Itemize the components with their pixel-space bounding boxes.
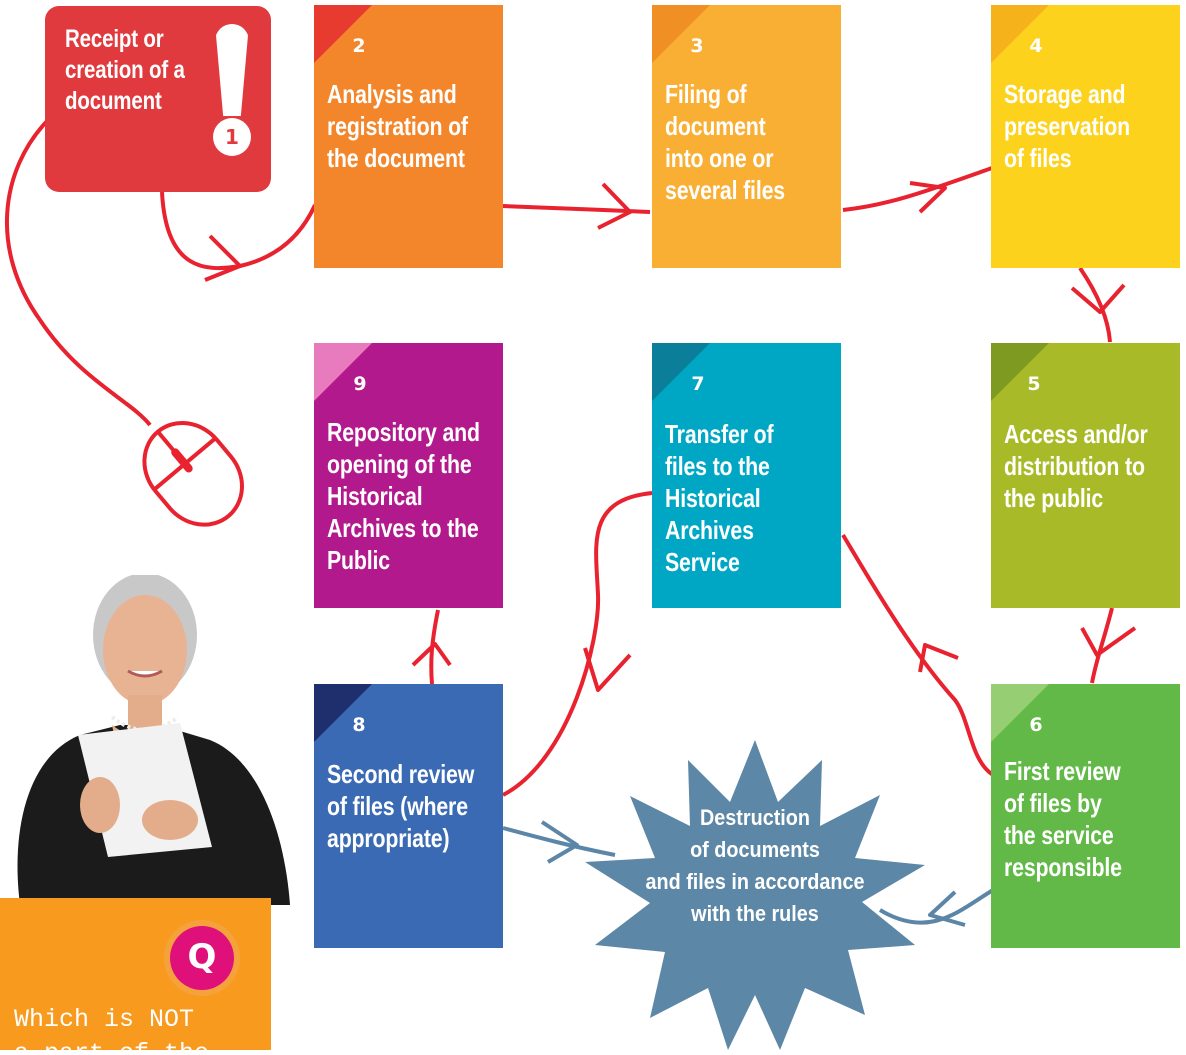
step-6-number: 6: [1029, 714, 1043, 736]
step-2-number: 2: [352, 35, 366, 57]
mouse-cable: [4, 118, 152, 427]
step-4-label: Storage and preservation of files: [1004, 79, 1131, 173]
arrow-1-to-2: [160, 191, 317, 271]
step-1-number-badge: 1: [213, 118, 251, 156]
destruction-arrows: [502, 820, 995, 927]
quiz-badge-letter: Q: [170, 926, 234, 990]
destruction-label: Destruction of documents and files in ac…: [645, 805, 865, 926]
step-6-label: First review of files by the service res…: [1004, 756, 1122, 882]
step-1-label: Receipt or creation of a document: [65, 25, 185, 115]
arrow-3-to-4: [842, 166, 993, 212]
step-7-card: 7 Transfer of files to the Historical Ar…: [652, 343, 841, 608]
arrow-2-to-3: [502, 204, 651, 214]
arrow-7-to-8: [502, 491, 653, 797]
step-5-number: 5: [1027, 373, 1041, 395]
step-9-number: 9: [353, 373, 367, 395]
quiz-question: Which is NOT a part of the life: [14, 1005, 209, 1050]
quiz-badge: Q: [164, 920, 240, 996]
step-3-number: 3: [690, 35, 704, 57]
step-3-label: Filing of document into one or several f…: [665, 79, 785, 205]
woman-illustration: [17, 575, 290, 905]
step-9-card: 9 Repository and opening of the Historic…: [314, 343, 503, 608]
step-9-label: Repository and opening of the Historical…: [327, 417, 480, 575]
step-7-label: Transfer of files to the Historical Arch…: [665, 419, 774, 577]
step-6-fold: [991, 684, 1049, 742]
destruction-starburst: [580, 740, 930, 1050]
step-5-fold: [991, 343, 1049, 401]
step-2-fold: [314, 5, 372, 63]
step-2-card: 2 Analysis and registration of the docum…: [314, 5, 503, 268]
step-1-card: Receipt or creation of a document 1: [45, 6, 271, 192]
arrow-4-to-5: [1078, 266, 1112, 343]
starburst-shape: [585, 740, 925, 1050]
step-4-number: 4: [1029, 35, 1043, 57]
step-3-card: 3 Filing of document into one or several…: [652, 5, 841, 268]
step-8-card: 8 Second review of files (where appropri…: [314, 684, 503, 948]
step-4-fold: [991, 5, 1049, 63]
arrow-6-to-7: [841, 533, 995, 777]
step-9-fold: [314, 343, 372, 401]
computer-mouse-icon: [142, 421, 244, 527]
step-2-label: Analysis and registration of the documen…: [327, 79, 468, 173]
step-6-card: 6 First review of files by the service r…: [991, 684, 1180, 948]
step-3-fold: [652, 5, 710, 63]
step-5-label: Access and/or distribution to the public: [1004, 419, 1148, 513]
step-8-label: Second review of files (where appropriat…: [327, 759, 475, 853]
step-8-fold: [314, 684, 372, 742]
flow-arrows: [160, 166, 1137, 797]
step-8-number: 8: [352, 714, 366, 736]
step-4-card: 4 Storage and preservation of files: [991, 5, 1180, 268]
arrow-5-to-6: [1090, 607, 1114, 684]
step-5-card: 5 Access and/or distribution to the publ…: [991, 343, 1180, 608]
step-7-fold: [652, 343, 710, 401]
step-7-number: 7: [691, 373, 705, 395]
